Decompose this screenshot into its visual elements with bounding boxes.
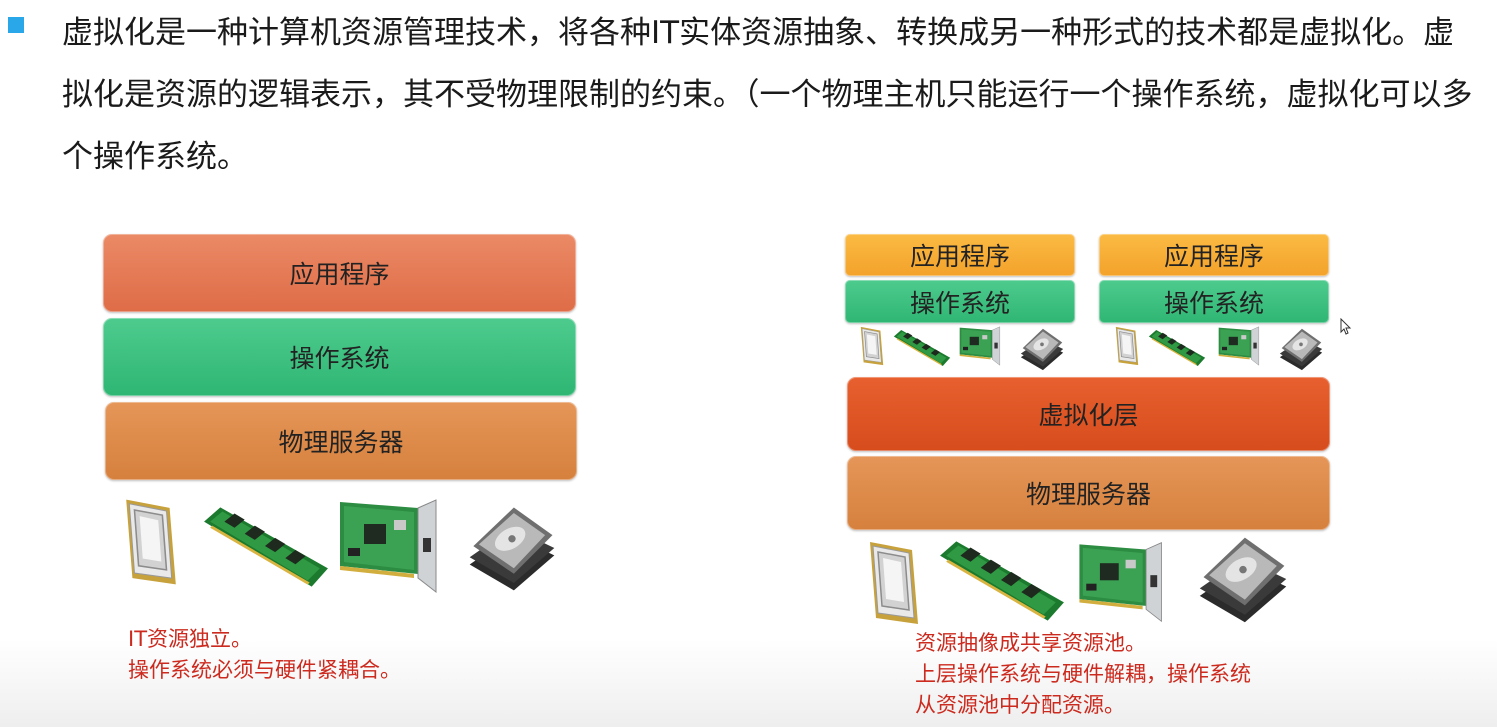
right-server-layer: 物理服务器 xyxy=(847,456,1330,530)
vm1-os-layer: 操作系统 xyxy=(845,280,1075,323)
bullet-marker xyxy=(8,17,24,33)
left-server-layer: 物理服务器 xyxy=(105,402,577,480)
intro-paragraph: 虚拟化是一种计算机资源管理技术，将各种IT实体资源抽象、转换成另一种形式的技术都… xyxy=(62,15,1473,175)
right-caption-line: 上层操作系统与硬件解耦，操作系统 xyxy=(915,662,1251,686)
hard-disk-icon xyxy=(1196,530,1290,628)
left-app-layer: 应用程序 xyxy=(103,234,576,312)
network-card-icon xyxy=(336,496,446,596)
cpu-icon xyxy=(1113,324,1141,368)
network-card-icon xyxy=(1076,536,1170,628)
network-card-icon xyxy=(958,324,1004,368)
virtualization-layer: 虚拟化层 xyxy=(847,377,1330,451)
network-card-icon xyxy=(1217,324,1263,368)
hard-disk-icon xyxy=(1018,326,1066,372)
hard-disk-icon xyxy=(466,500,558,596)
cpu-icon xyxy=(120,494,182,590)
ram-icon xyxy=(1147,326,1207,370)
vm2-os-layer: 操作系统 xyxy=(1099,280,1329,323)
right-caption-line: 从资源池中分配资源。 xyxy=(915,693,1125,717)
ram-icon xyxy=(936,534,1068,628)
vm1-app-layer: 应用程序 xyxy=(845,234,1075,276)
cpu-icon xyxy=(858,324,886,368)
ram-icon xyxy=(200,500,332,594)
ram-icon xyxy=(892,326,952,370)
cpu-icon xyxy=(864,536,924,630)
mouse-cursor-icon xyxy=(1340,318,1352,335)
right-caption: 资源抽像成共享资源池。 上层操作系统与硬件解耦，操作系统 从资源池中分配资源。 xyxy=(915,628,1251,721)
hard-disk-icon xyxy=(1277,326,1325,372)
left-caption-line: 操作系统必须与硬件紧耦合。 xyxy=(128,658,401,682)
left-os-layer: 操作系统 xyxy=(103,318,576,396)
right-caption-line: 资源抽像成共享资源池。 xyxy=(915,631,1146,655)
vm2-app-layer: 应用程序 xyxy=(1099,234,1329,276)
left-caption-line: IT资源独立。 xyxy=(128,627,253,651)
left-caption: IT资源独立。 操作系统必须与硬件紧耦合。 xyxy=(128,624,401,686)
